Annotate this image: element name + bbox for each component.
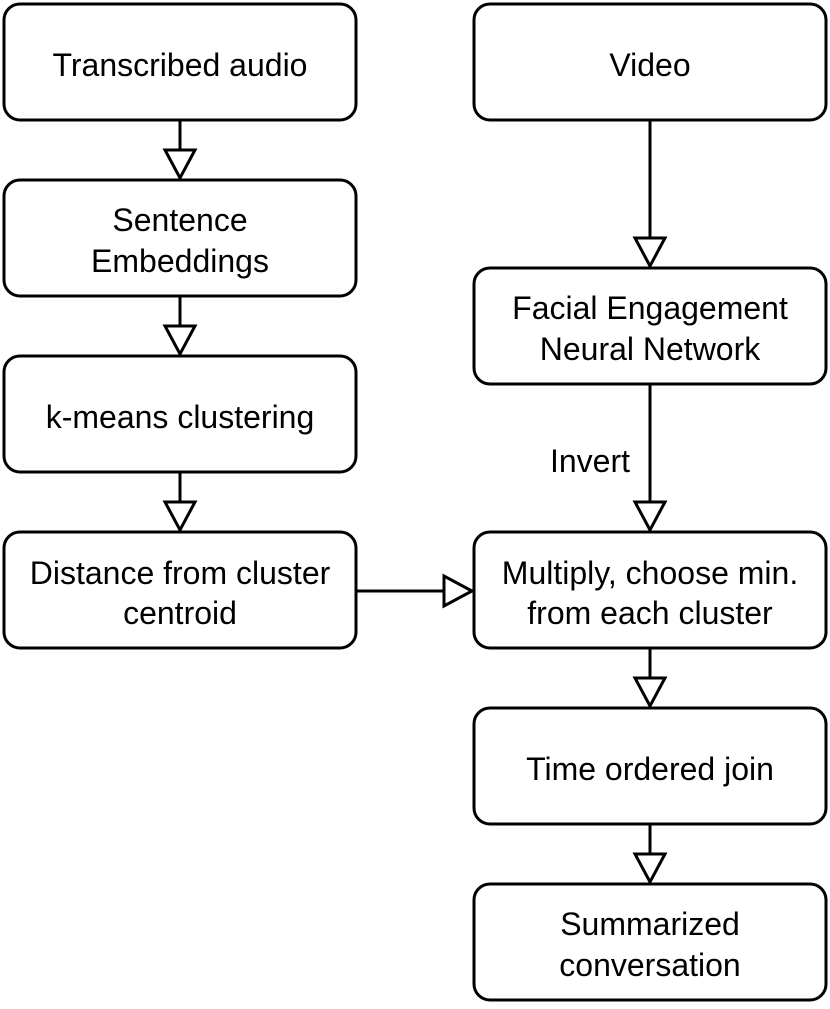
arrowhead-open-icon xyxy=(632,852,668,886)
node-sentence-embeddings-line1: Sentence xyxy=(112,202,247,238)
node-distance-centroid-line2: centroid xyxy=(123,595,237,631)
node-distance-centroid: Distance from cluster centroid xyxy=(2,530,358,650)
node-multiply-choose-line1: Multiply, choose min. xyxy=(502,555,798,591)
node-facial-engagement-line2: Neural Network xyxy=(540,331,762,367)
arrowhead-open-icon xyxy=(632,500,668,534)
arrowhead-open-icon xyxy=(632,236,668,270)
node-facial-engagement-line1: Facial Engagement xyxy=(512,290,788,326)
node-kmeans-clustering: k-means clustering xyxy=(2,354,358,474)
node-transcribed-audio: Transcribed audio xyxy=(2,2,358,122)
arrowhead-open-icon xyxy=(632,676,668,710)
node-sentence-embeddings-line2: Embeddings xyxy=(91,243,269,279)
node-time-ordered-join: Time ordered join xyxy=(472,706,828,826)
node-multiply-choose-line2: from each cluster xyxy=(527,595,773,631)
node-distance-centroid-line1: Distance from cluster xyxy=(30,555,331,591)
node-time-ordered-join-label: Time ordered join xyxy=(526,751,774,787)
node-summarized-conversation: Summarized conversation xyxy=(472,882,828,1002)
arrowhead-open-icon xyxy=(162,148,198,182)
node-summarized-conversation-line2: conversation xyxy=(559,947,740,983)
node-kmeans-clustering-label: k-means clustering xyxy=(46,399,315,435)
node-sentence-embeddings: Sentence Embeddings xyxy=(2,178,358,298)
edge-label-invert: Invert xyxy=(550,443,630,479)
arrowhead-open-icon xyxy=(162,324,198,358)
node-summarized-conversation-line1: Summarized xyxy=(560,906,740,942)
node-transcribed-audio-label: Transcribed audio xyxy=(53,47,308,83)
node-facial-engagement: Facial Engagement Neural Network xyxy=(472,266,828,386)
node-multiply-choose: Multiply, choose min. from each cluster xyxy=(472,530,828,650)
arrowhead-open-icon xyxy=(162,500,198,534)
node-video: Video xyxy=(472,2,828,122)
node-video-label: Video xyxy=(609,47,690,83)
edges: Invert xyxy=(162,121,668,886)
arrowhead-open-icon xyxy=(442,573,476,609)
